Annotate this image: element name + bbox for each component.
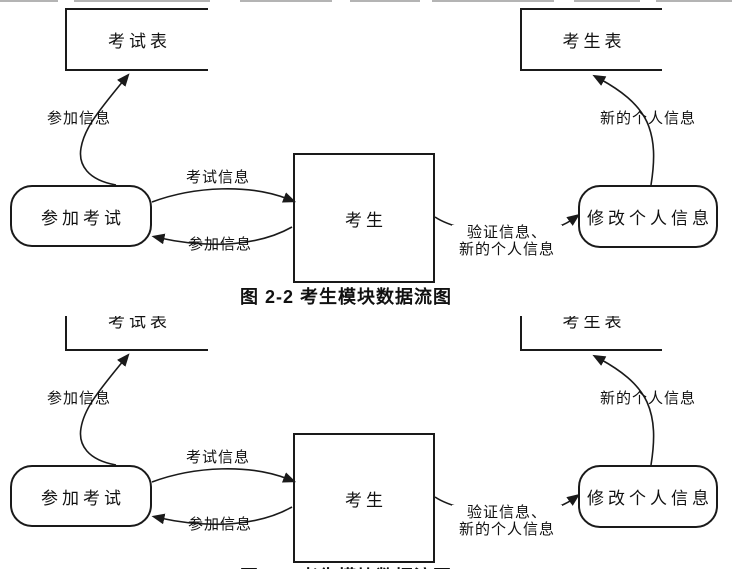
flow-label-new-personal-info: 新的个人信息 [600,110,697,127]
flow-label-new-personal-info: 新的个人信息 [600,390,697,407]
clipped-text-artifact [656,0,732,2]
take-exam-process: 参加考试 [10,465,152,527]
dfd-diagram-copy-1: 考试表 考生表 考生 参加考试 修改个人信息 参加信息 考试信息 参加信息 验证… [10,8,718,307]
modify-info-process: 修改个人信息 [578,185,718,248]
flow-label-join-info-return: 参加信息 [188,236,253,253]
exam-table-label: 考试表 [108,312,171,331]
flow-arrow-new-personal-info-up [592,74,655,186]
examinee-entity-label: 考生 [345,210,387,230]
flow-arrows [79,73,655,246]
exam-table-label: 考试表 [108,32,171,51]
clipped-text-artifact [574,0,640,2]
flow-arrow-exam-info [151,188,297,203]
flow-label-verify-info-line1: 验证信息、 [466,224,547,241]
take-exam-label: 参加考试 [41,208,125,228]
clipped-text-artifact [350,0,420,2]
examinee-entity: 考生 [293,153,435,283]
modify-info-process: 修改个人信息 [578,465,718,528]
flow-label-join-info-up: 参加信息 [47,110,112,127]
examinee-table-label: 考生表 [562,32,626,51]
flow-label-join-info-up: 参加信息 [47,390,112,407]
flow-arrow-exam-info [151,468,297,483]
flow-label-verify-info-line2: 新的个人信息 [458,520,555,538]
exam-table-store: 考试表 [65,8,208,71]
modify-info-label: 修改个人信息 [587,209,713,228]
figure-caption: 图 2-2 考生模块数据流图 [239,287,453,307]
flow-label-verify-info-line2: 新的个人信息 [458,240,555,258]
take-exam-process: 参加考试 [10,185,152,247]
modify-info-label: 修改个人信息 [587,489,713,508]
clipped-text-artifact [0,0,58,2]
take-exam-label: 参加考试 [41,488,125,508]
flow-label-join-info-return: 参加信息 [188,516,253,533]
clipped-text-artifact [240,0,332,2]
flow-arrow-new-personal-info-up [592,354,655,466]
clipped-text-artifact [432,0,554,2]
examinee-table-label: 考生表 [562,312,626,331]
examinee-entity: 考生 [293,433,435,563]
flow-arrow-join-info-return [151,226,293,246]
flow-label-verify-info: 验证信息、 新的个人信息 [452,504,562,538]
flow-label-exam-info: 考试信息 [186,169,251,186]
flow-arrow-join-info-return [151,506,293,526]
clipped-text-artifact [74,0,210,2]
exam-table-store: 考试表 [65,312,208,351]
examinee-table-store: 考生表 [520,8,662,71]
examinee-entity-label: 考生 [345,490,387,510]
flow-label-verify-info: 验证信息、 新的个人信息 [452,224,562,258]
flow-arrows [79,353,655,526]
flow-arrow-join-info-up [79,73,130,186]
figure-caption: 图 2-2 考生模块数据流图 [146,566,546,569]
flow-label-exam-info: 考试信息 [186,449,251,466]
dfd-diagram-copy-2: 考试表 考生表 考生 参加考试 修改个人信息 参加信息 考试信息 参加信息 验证… [0,312,732,569]
flow-label-verify-info-line1: 验证信息、 [466,504,547,521]
examinee-table-store: 考生表 [520,312,662,351]
flow-arrow-join-info-up [79,353,130,466]
